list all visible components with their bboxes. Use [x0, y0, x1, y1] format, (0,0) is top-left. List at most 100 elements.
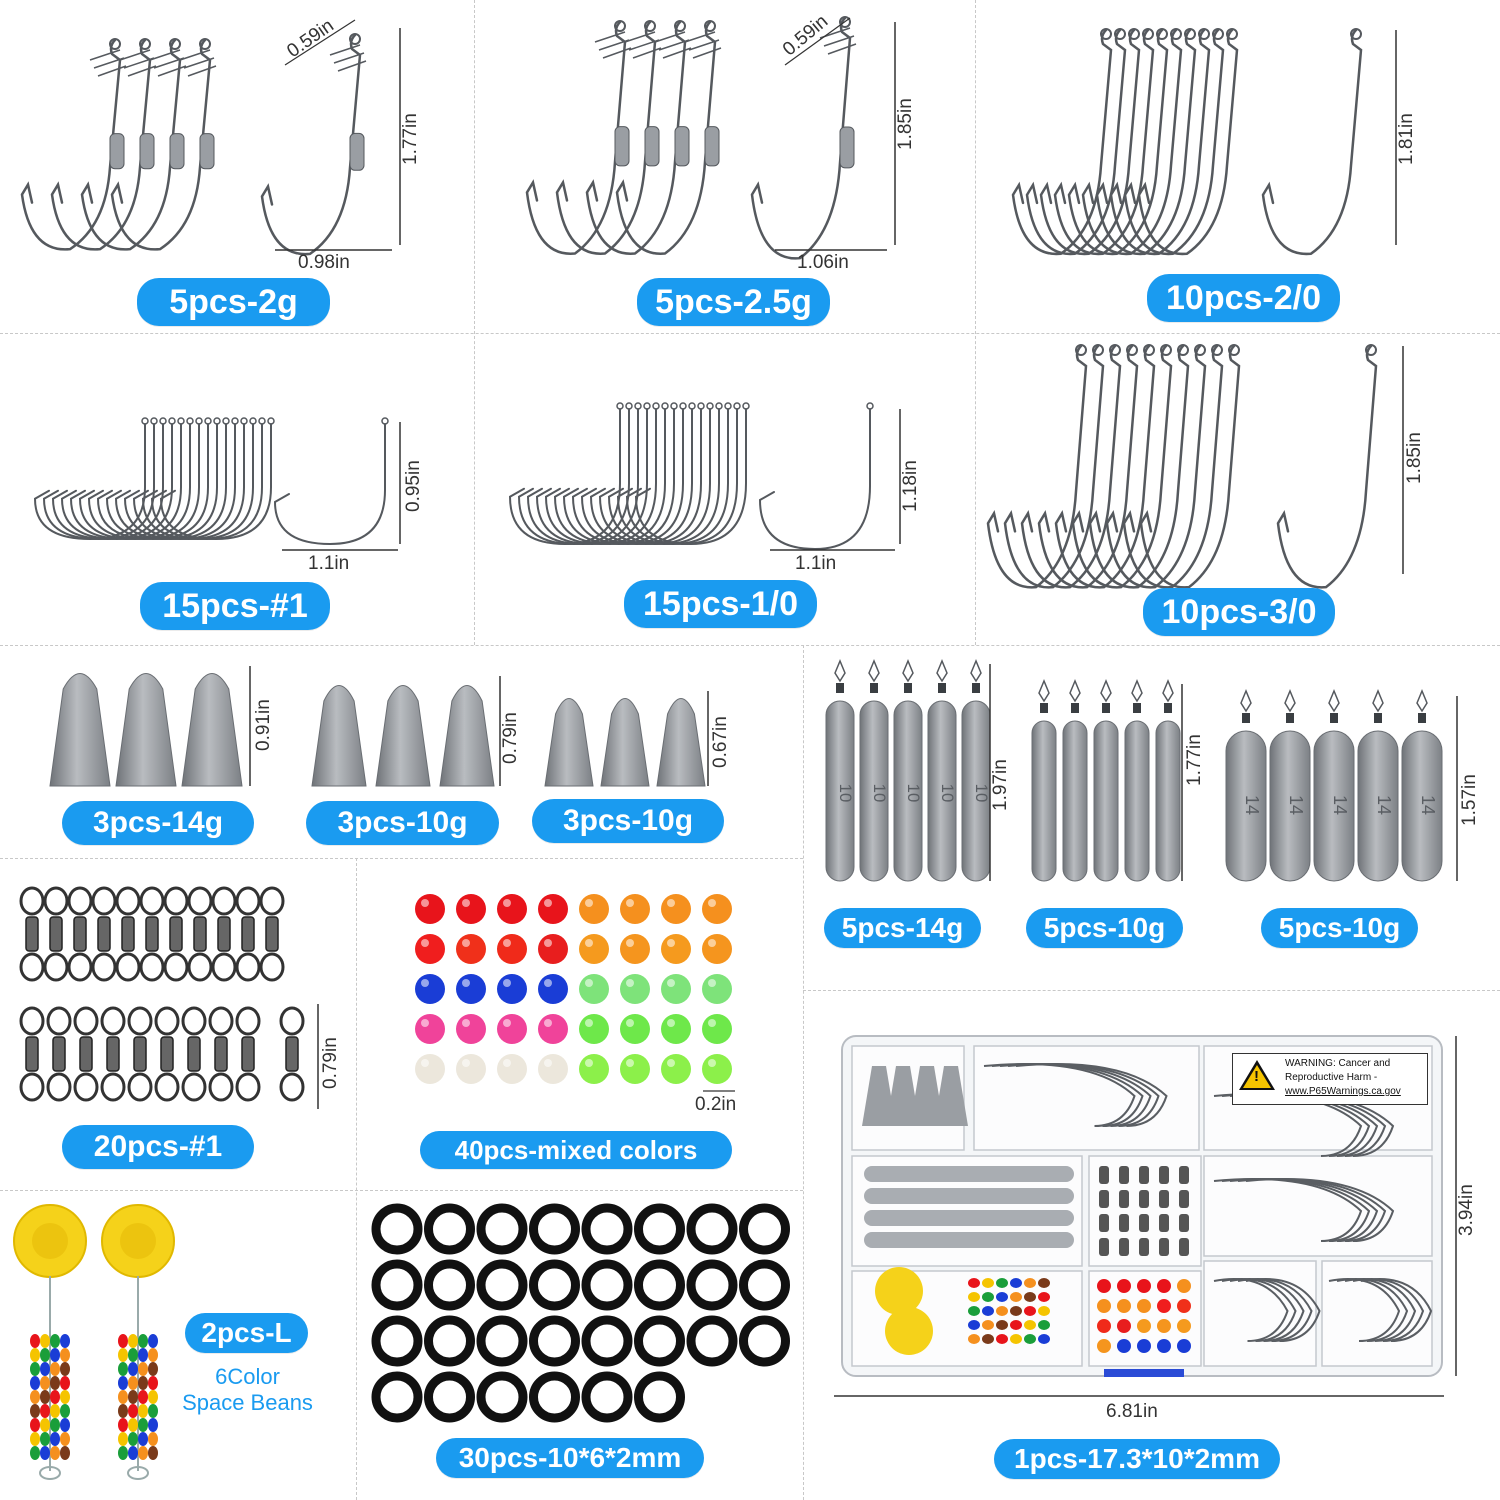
bullet-weight: [600, 698, 650, 787]
hook-eye: [1184, 28, 1196, 40]
space-bead: [996, 1306, 1008, 1316]
swivel-eye: [1164, 703, 1172, 713]
bead: [538, 1054, 568, 1084]
swivel-barrel: [73, 916, 87, 952]
cell-hook-1-0: 1.18in 1.1in 15pcs-1/0: [475, 334, 975, 645]
swivel-ring: [279, 1072, 305, 1102]
space-bead: [138, 1348, 148, 1362]
bead-highlight: [421, 939, 429, 947]
height-dimension: 1.85in: [1404, 432, 1425, 484]
space-bead: [1024, 1278, 1036, 1288]
offset-hooks-group-icon: [1011, 28, 1397, 256]
space-bead: [996, 1278, 1008, 1288]
bead: [579, 934, 609, 964]
bead: [456, 1054, 486, 1084]
hook-eye: [1194, 344, 1206, 356]
worm-hooks-group-icon: [508, 402, 901, 551]
o-ring: [739, 1259, 790, 1311]
hook-shape: [159, 423, 272, 541]
bead: [661, 934, 691, 964]
hook-eye: [213, 417, 221, 425]
hook-eye: [634, 402, 642, 410]
bullet-weight: [49, 673, 111, 787]
hook-eye: [670, 402, 678, 410]
hook-eye: [715, 402, 723, 410]
space-bead: [50, 1418, 60, 1432]
hook-shape: [615, 20, 717, 255]
space-bead: [1038, 1306, 1050, 1316]
col-divider-3: [803, 645, 804, 1500]
space-bead: [138, 1362, 148, 1376]
swivel: [1179, 1166, 1189, 1184]
hook-shape: [50, 38, 152, 251]
swivel-ring: [19, 1006, 45, 1036]
space-bead: [148, 1418, 158, 1432]
space-bead: [1024, 1292, 1036, 1302]
hook-shape: [750, 16, 852, 260]
cell-bullet-weights: 0.91in 0.79in 0.67in 3pcs-14g 3pcs-10g 3…: [0, 646, 803, 858]
bead: [1097, 1319, 1111, 1333]
hook-weight: [109, 133, 125, 170]
quantity-label: 2pcs-L: [185, 1313, 308, 1353]
swivel: [1139, 1166, 1149, 1184]
bead-highlight: [708, 979, 716, 987]
width-dimension: 1.1in: [308, 553, 350, 574]
cell-bobber-stoppers: 2pcs-L 6Color Space Beans: [0, 1191, 356, 1500]
swivel-barrel: [121, 916, 135, 952]
hook-shape: [1071, 344, 1173, 589]
bullet-weight: [910, 1066, 944, 1126]
row-divider-2: [0, 645, 1500, 646]
height-dimension: 3.94in: [1456, 1184, 1477, 1236]
wire-loop: [39, 1466, 61, 1480]
warning-link[interactable]: www.P65Warnings.ca.gov: [1285, 1086, 1401, 1097]
bead-highlight: [667, 979, 675, 987]
space-bead: [1010, 1306, 1022, 1316]
bead-highlight: [421, 899, 429, 907]
bead-highlight: [503, 1019, 511, 1027]
exclamation-icon: !: [1254, 1068, 1259, 1085]
swivel-ring: [91, 952, 117, 982]
space-bead: [138, 1334, 148, 1348]
weight-marking: 14: [1286, 795, 1306, 815]
bead-highlight: [585, 1019, 593, 1027]
bead: [456, 1014, 486, 1044]
bead-highlight: [626, 899, 634, 907]
hook-eye: [186, 417, 194, 425]
space-bead: [40, 1362, 50, 1376]
swivel-eye: [904, 683, 912, 693]
bead-highlight: [626, 1059, 634, 1067]
swivel-ring: [19, 952, 45, 982]
twist-lock-spring: [179, 49, 217, 77]
o-ring: [371, 1203, 423, 1255]
o-ring: [476, 1371, 528, 1423]
hook-shape: [1123, 28, 1225, 256]
o-ring: [529, 1259, 580, 1311]
bead-highlight: [421, 1059, 429, 1067]
hook-shape: [1095, 28, 1197, 256]
drop-weight: [1124, 720, 1150, 882]
swivel: [1179, 1214, 1189, 1232]
drop-weight: [1225, 730, 1267, 882]
space-bead: [138, 1432, 148, 1446]
o-ring: [476, 1315, 528, 1367]
hook-eye: [866, 402, 874, 410]
space-bead: [1024, 1334, 1036, 1344]
space-bead: [1038, 1278, 1050, 1288]
hook-shape: [585, 20, 687, 255]
width-dimension: 0.98in: [298, 252, 350, 273]
space-bead: [138, 1376, 148, 1390]
bead-highlight: [708, 1019, 716, 1027]
space-bead: [60, 1404, 70, 1418]
swivel: [1119, 1214, 1129, 1232]
hook-shape: [1054, 344, 1156, 589]
bead: [620, 1054, 650, 1084]
hook-eye: [742, 402, 750, 410]
height-dimension: 1.85in: [895, 98, 916, 150]
drop-weight: [864, 1188, 1074, 1204]
bead: [1097, 1299, 1111, 1313]
swivel-eye: [1418, 713, 1426, 723]
bead-highlight: [462, 1059, 470, 1067]
hook-eye: [661, 402, 669, 410]
width-dimension: 1.06in: [797, 252, 849, 273]
